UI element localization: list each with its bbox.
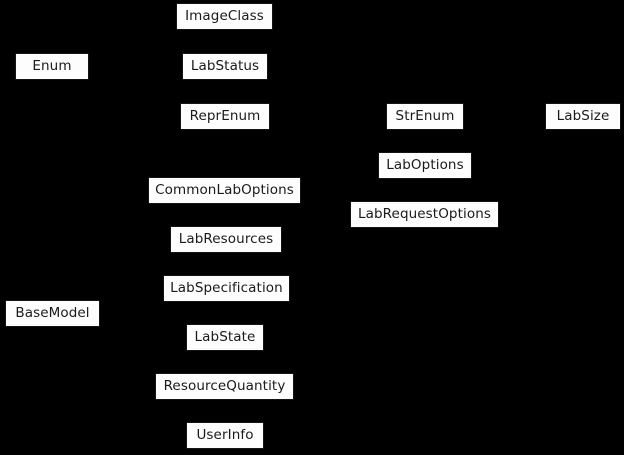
class-node-labstate[interactable]: LabState	[186, 324, 264, 351]
class-node-laboptions[interactable]: LabOptions	[378, 152, 472, 179]
class-node-label: LabSpecification	[170, 279, 283, 296]
inheritance-edge-enum-to-reprenum	[88, 66, 181, 117]
class-node-label: LabState	[194, 328, 256, 345]
class-node-label: ResourceQuantity	[163, 377, 286, 394]
inheritance-edge-enum-to-imageclass	[88, 16, 177, 67]
class-node-label: LabRequestOptions	[358, 205, 491, 222]
class-node-label: StrEnum	[395, 107, 455, 124]
class-node-commonlaboptions[interactable]: CommonLabOptions	[148, 177, 301, 204]
class-node-reprenum[interactable]: ReprEnum	[180, 103, 270, 130]
class-node-enum[interactable]: Enum	[15, 53, 89, 80]
inheritance-edge-basemodel-to-labresources	[99, 239, 171, 314]
class-node-label: CommonLabOptions	[155, 181, 294, 198]
class-node-labrequestoptions[interactable]: LabRequestOptions	[350, 201, 499, 228]
class-node-label: UserInfo	[196, 426, 254, 443]
class-node-label: BaseModel	[15, 304, 90, 321]
inheritance-edge-commonlaboptions-to-labrequestoptions	[300, 190, 351, 215]
class-node-label: LabSize	[556, 107, 610, 124]
class-node-labsize[interactable]: LabSize	[545, 103, 621, 130]
class-node-strenum[interactable]: StrEnum	[386, 103, 464, 130]
class-node-labstatus[interactable]: LabStatus	[182, 53, 268, 80]
inheritance-edge-commonlaboptions-to-laboptions	[300, 165, 379, 191]
inheritance-edge-basemodel-to-labstate	[99, 313, 187, 338]
class-node-label: ImageClass	[185, 7, 264, 24]
class-node-imageclass[interactable]: ImageClass	[176, 3, 273, 30]
class-node-label: ReprEnum	[189, 107, 261, 124]
inheritance-edge-basemodel-to-labspecification	[99, 288, 164, 314]
class-node-labresources[interactable]: LabResources	[170, 226, 282, 253]
inheritance-edge-basemodel-to-resourcequantity	[99, 313, 156, 387]
class-node-label: LabStatus	[190, 57, 260, 74]
class-node-userinfo[interactable]: UserInfo	[186, 422, 264, 449]
inheritance-edge-basemodel-to-commonlaboptions	[99, 190, 149, 314]
class-node-label: LabResources	[178, 230, 274, 247]
class-node-labspecification[interactable]: LabSpecification	[163, 275, 290, 302]
class-node-label: Enum	[32, 57, 72, 74]
class-node-label: LabOptions	[386, 156, 464, 173]
class-node-basemodel[interactable]: BaseModel	[5, 300, 100, 327]
class-node-resourcequantity[interactable]: ResourceQuantity	[155, 373, 294, 400]
